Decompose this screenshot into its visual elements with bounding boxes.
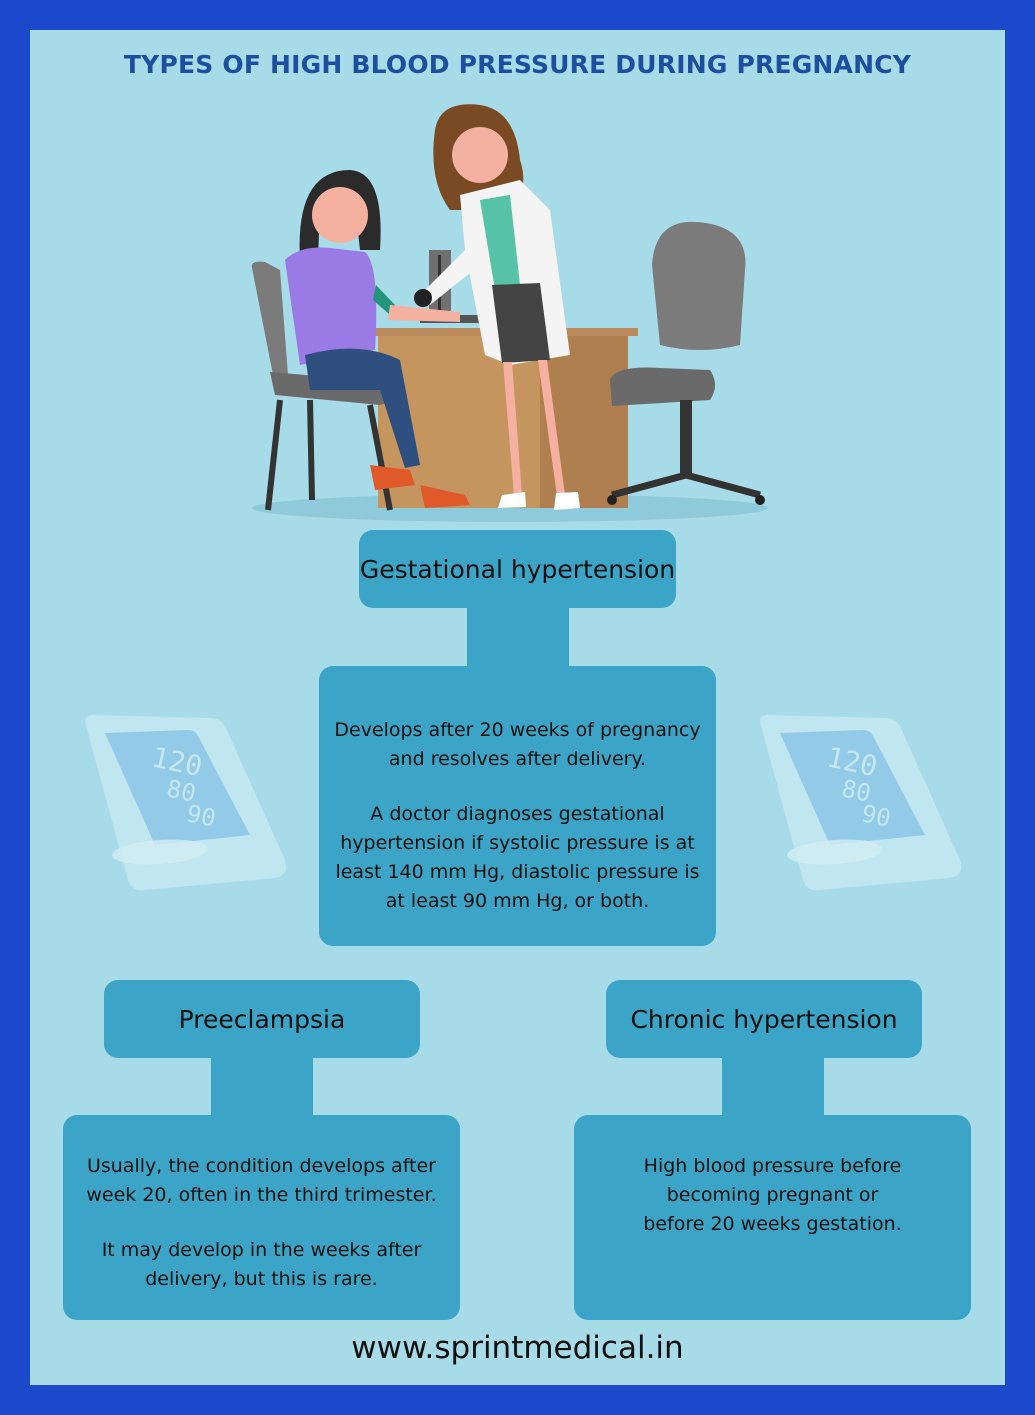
connector [467,606,569,668]
gestational-paragraph-2: A doctor diagnoses gestational hypertens… [335,803,700,912]
gestational-paragraph-1: Develops after 20 weeks of pregnancy and… [334,719,701,770]
preeclampsia-paragraph-1: Usually, the condition develops after we… [86,1155,437,1206]
svg-text:90: 90 [184,799,218,832]
bp-monitor-icon: 120 80 90 [85,715,287,891]
chronic-heading-box: Chronic hypertension [606,980,922,1058]
chronic-heading: Chronic hypertension [630,1004,898,1034]
gestational-description-box: Develops after 20 weeks of pregnancy and… [319,666,716,946]
website-link[interactable]: www.sprintmedical.in [351,1330,684,1366]
preeclampsia-description-box: Usually, the condition develops after we… [63,1115,460,1320]
preeclampsia-paragraph-2: It may develop in the weeks after delive… [101,1239,422,1290]
preeclampsia-heading-box: Preeclampsia [104,980,420,1058]
connector [211,1056,313,1118]
doctor-patient-illustration [251,104,768,522]
svg-text:80: 80 [164,774,198,807]
gestational-heading: Gestational hypertension [359,554,676,584]
bp-monitor-icon: 120 80 90 [760,715,962,891]
chronic-paragraph-1: High blood pressure before becoming preg… [643,1155,902,1235]
chronic-description-box: High blood pressure before becoming preg… [574,1115,971,1320]
svg-text:90: 90 [859,799,893,832]
svg-text:80: 80 [839,774,873,807]
connector [722,1056,824,1118]
page-title: TYPES OF HIGH BLOOD PRESSURE DURING PREG… [123,50,912,79]
gestational-heading-box: Gestational hypertension [359,530,676,608]
preeclampsia-heading: Preeclampsia [178,1004,346,1034]
